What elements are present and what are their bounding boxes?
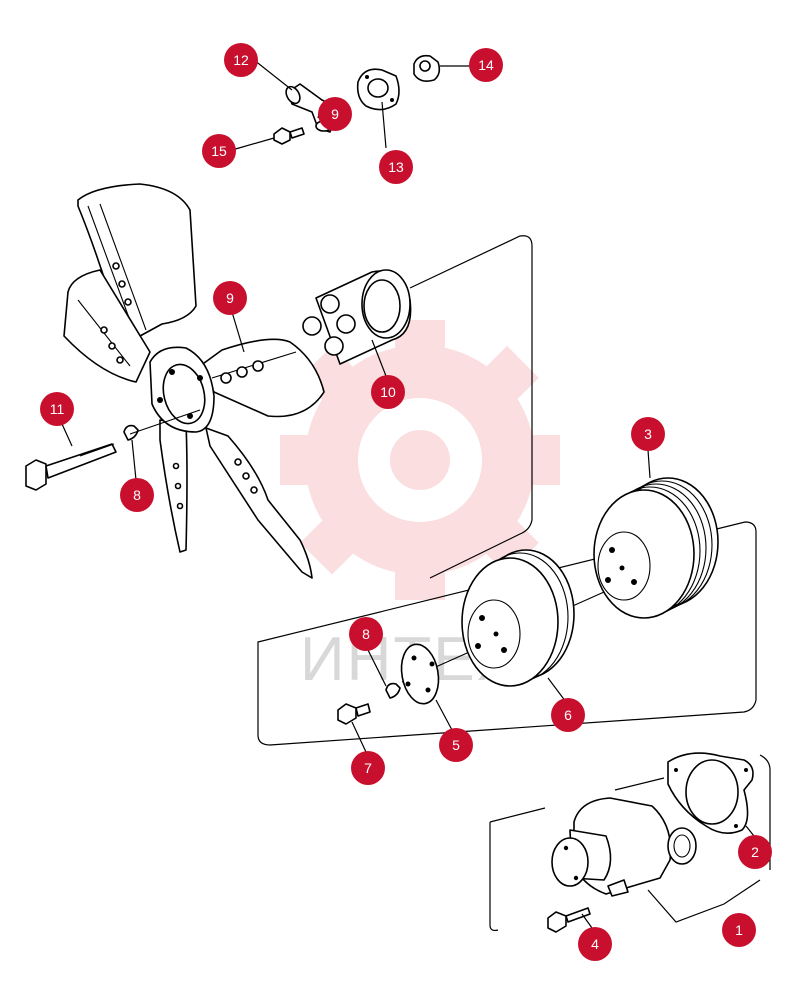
- svg-text:11: 11: [50, 401, 65, 417]
- pump-group-frame: [489, 754, 771, 932]
- svg-text:15: 15: [211, 143, 227, 159]
- bolt-15: [273, 127, 305, 145]
- fan-blades: [63, 183, 325, 579]
- leader-lines: [61, 59, 755, 929]
- svg-text:10: 10: [380, 384, 396, 400]
- gasket-2: [667, 752, 754, 834]
- callout-9-top: 9: [318, 97, 352, 131]
- callout-5: 5: [439, 728, 473, 762]
- callout-1: 1: [722, 913, 756, 947]
- callout-9-mid: 9: [213, 281, 247, 315]
- pulley-group-frame: [257, 521, 757, 746]
- svg-text:7: 7: [364, 760, 372, 776]
- callout-13: 13: [379, 150, 413, 184]
- bolt-11: [25, 443, 117, 491]
- svg-text:12: 12: [233, 52, 249, 68]
- callout-6: 6: [551, 698, 585, 732]
- callout-3: 3: [631, 417, 665, 451]
- callout-4: 4: [578, 927, 612, 961]
- callout-15: 15: [202, 134, 236, 168]
- svg-text:13: 13: [388, 159, 404, 175]
- fan-axis-line: [129, 409, 201, 435]
- water-pump-1: [551, 797, 697, 897]
- svg-text:8: 8: [362, 626, 370, 642]
- svg-text:4: 4: [591, 936, 599, 952]
- svg-text:14: 14: [478, 57, 494, 73]
- pump-bracket: [647, 879, 761, 923]
- pulley-3: [593, 477, 719, 619]
- callout-11: 11: [40, 392, 74, 426]
- callout-14: 14: [469, 48, 503, 82]
- svg-text:2: 2: [751, 844, 759, 860]
- svg-text:5: 5: [452, 737, 460, 753]
- washer-8-fan: [123, 424, 139, 441]
- bolt-4: [547, 907, 591, 933]
- callout-8-left: 8: [120, 478, 154, 512]
- hub-plate-5: [400, 643, 440, 705]
- cap-14: [413, 54, 441, 82]
- svg-text:1: 1: [735, 922, 743, 938]
- callout-10: 10: [371, 375, 405, 409]
- svg-text:6: 6: [564, 707, 572, 723]
- fan-spacer-10: [302, 269, 412, 365]
- svg-text:8: 8: [133, 487, 141, 503]
- svg-text:9: 9: [331, 106, 339, 122]
- callout-12: 12: [224, 43, 258, 77]
- pulley-6: [461, 549, 575, 687]
- washer-8-pulley: [385, 682, 401, 699]
- fan-group-frame: [409, 235, 533, 579]
- callout-7: 7: [351, 751, 385, 785]
- gasket-13: [356, 68, 400, 111]
- svg-text:9: 9: [226, 290, 234, 306]
- svg-text:3: 3: [644, 426, 652, 442]
- callout-2: 2: [738, 835, 772, 869]
- bolt-7: [337, 703, 371, 725]
- callout-8-lower: 8: [349, 617, 383, 651]
